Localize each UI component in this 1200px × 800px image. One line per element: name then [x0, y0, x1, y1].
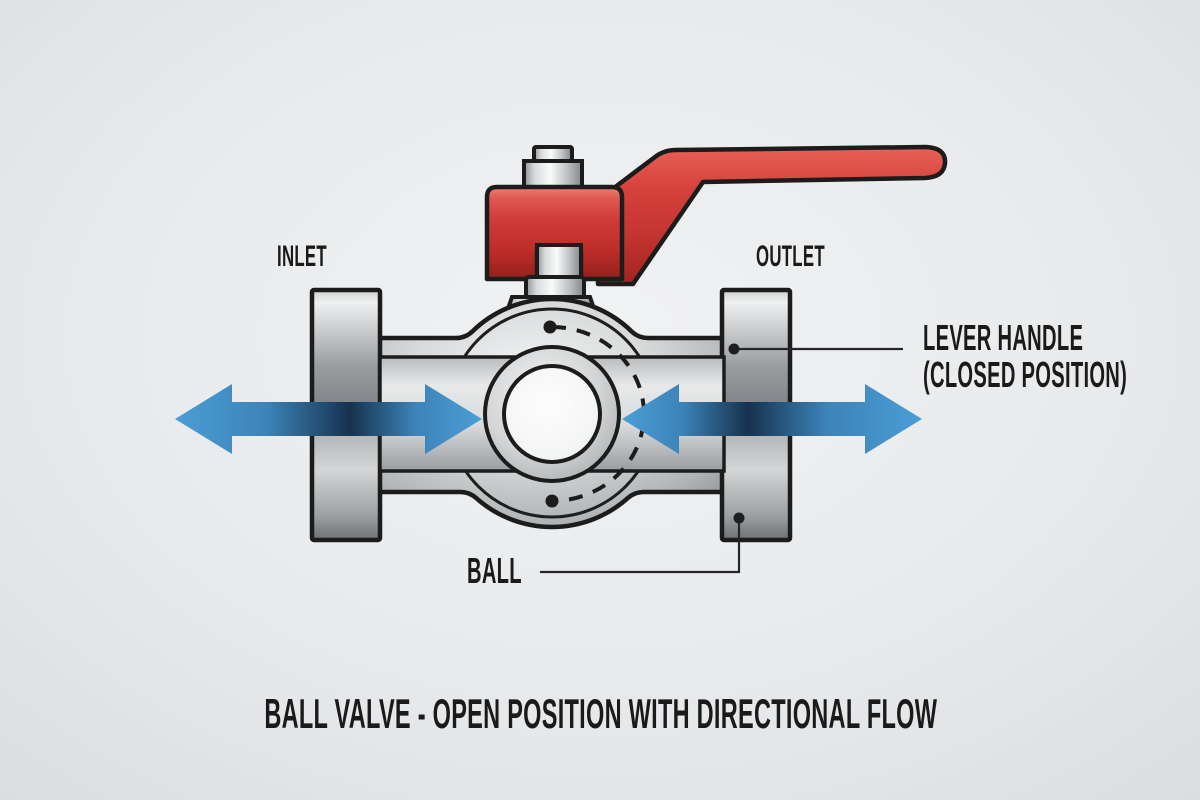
inlet-flow-arrow: [175, 384, 482, 454]
dashed-rotation-arc: [551, 325, 646, 503]
arc-dot-top: [543, 320, 557, 334]
ball-label: BALL: [467, 550, 522, 591]
lever-leader-dot: [728, 343, 740, 355]
caption: BALL VALVE - OPEN POSITION WITH DIRECTIO…: [0, 690, 1200, 738]
stem-upper: [522, 159, 584, 191]
lever-handle-leader: [728, 343, 903, 355]
lever-handle-label: LEVER HANDLE (CLOSED POSITION): [923, 319, 1127, 393]
lever-handle-label-line1: LEVER HANDLE: [923, 317, 1084, 358]
ball-leader-dot: [733, 512, 745, 524]
caption-text: BALL VALVE - OPEN POSITION WITH DIRECTIO…: [264, 690, 938, 737]
lever-handle-label-line2: (CLOSED POSITION): [923, 354, 1128, 395]
arc-dot-bottom: [545, 494, 559, 508]
lever-handle-hub: [484, 184, 625, 282]
lever-handle-arm: [595, 144, 948, 287]
outlet-flow-arrow: [622, 384, 922, 454]
ball-leader: [540, 512, 745, 574]
outlet-label: OUTLET: [756, 240, 825, 273]
inlet-label: INLET: [277, 240, 327, 273]
flow-bore: [502, 364, 602, 464]
ball-leader-line: [540, 518, 741, 574]
